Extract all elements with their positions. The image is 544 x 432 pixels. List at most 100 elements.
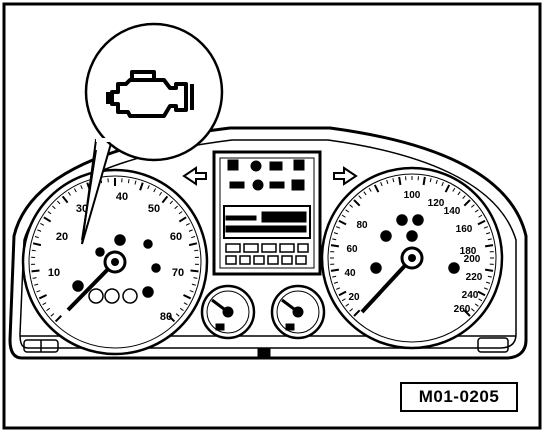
dial-tick [36,290,41,293]
dial-tick [175,313,180,317]
right-dial-ticks [330,176,494,317]
dial-tick [147,185,150,190]
dial-tick [478,298,483,302]
dial-tick [345,209,350,213]
tick-label: 20 [348,292,360,303]
check-engine-icon [106,70,194,118]
tick-label: 200 [464,254,481,265]
warning-lamp [142,286,154,298]
callout-pointer [81,149,97,241]
dial-tick [380,182,383,187]
dial-tick [127,179,130,184]
dial-tick [190,269,199,273]
dial-tick [487,238,492,241]
dial-tick [353,199,361,207]
dial-tick [470,308,475,312]
dial-tick [484,268,494,272]
dial-tick [392,178,395,183]
dial-tick [178,211,183,215]
dial-tick [333,281,338,284]
dial-tick [330,268,340,272]
tick-label: 240 [462,290,479,301]
warning-lamp [448,262,460,274]
dial-tick [161,195,169,204]
callout-balloon [81,22,224,245]
dial-tick [67,191,71,196]
display-icon [269,161,283,171]
dial-tick [43,216,52,223]
warning-lamp [88,288,104,304]
dial-tick [183,302,188,306]
dial-tick [46,307,51,312]
display-icon [291,179,305,191]
dial-tick [56,200,61,205]
display-icon [227,159,239,171]
dial-tick [484,244,494,248]
warning-lamp [370,262,382,274]
dial-tick [191,283,196,286]
dial-tick [40,223,45,226]
dial-tick [178,216,187,223]
tick-label: 60 [170,231,182,243]
dial-tick [80,185,83,190]
center-display [212,150,322,276]
dial-tick [34,283,39,286]
dial-tick [462,195,466,200]
warning-lamp [406,230,418,242]
dial-tick [330,244,340,248]
dial-tick [31,269,40,273]
dial-tick [336,226,341,229]
dial-tick [159,191,163,196]
dial-tick [34,236,39,239]
left-small-gauge [200,284,256,340]
dial-tick [429,178,432,183]
warning-lamp [72,280,84,292]
dial-tick [179,307,184,312]
dial-tick [134,180,137,185]
display-icon [229,181,245,189]
dial-tick [349,204,354,208]
dial-tick [332,275,337,278]
dial-tick [32,277,37,279]
tick-label: 120 [428,198,445,209]
tick-label: 50 [148,203,160,215]
dial-tick [32,242,42,247]
dial-tick [37,229,42,232]
tick-label: 70 [172,267,184,279]
dial-tick [363,191,367,196]
dial-tick [386,179,389,184]
right-turn-arrow-icon [333,166,358,186]
figure-reference-box: M01-0205 [400,382,518,412]
lcd-segments [225,243,309,265]
dial-tick [457,191,461,196]
dial-tick [435,179,438,184]
dial-tick [188,242,198,247]
dial-tick [341,298,346,302]
right-dial-needle [360,256,414,314]
dial-tick [486,281,491,284]
left-turn-arrow-icon [182,166,207,186]
tick-label: 60 [346,244,358,255]
dial-tick [50,313,55,317]
right-small-gauge [270,284,326,340]
tick-label: 10 [48,267,60,279]
dial-tick [38,294,47,300]
dial-tick [168,315,176,323]
dial-tick [463,199,471,207]
dial-tick [368,187,372,192]
dial-tick [185,223,190,226]
left-dial-tick-labels: 10 20 30 40 50 60 70 80 [48,191,184,323]
dial-tick [474,303,479,307]
dial-tick [54,315,62,323]
warning-lamp [122,288,138,304]
dial-tick [345,303,350,307]
dial-tick [31,249,36,252]
tick-label: 220 [466,272,483,283]
right-dial-tick-labels: 20 40 60 80 100 120 140 160 180 200 220 … [344,190,482,315]
dial-tick [153,188,157,193]
dial-tick [373,184,380,193]
tick-label: 40 [344,268,356,279]
dial-tick [452,187,456,192]
dial-tick [477,290,486,297]
